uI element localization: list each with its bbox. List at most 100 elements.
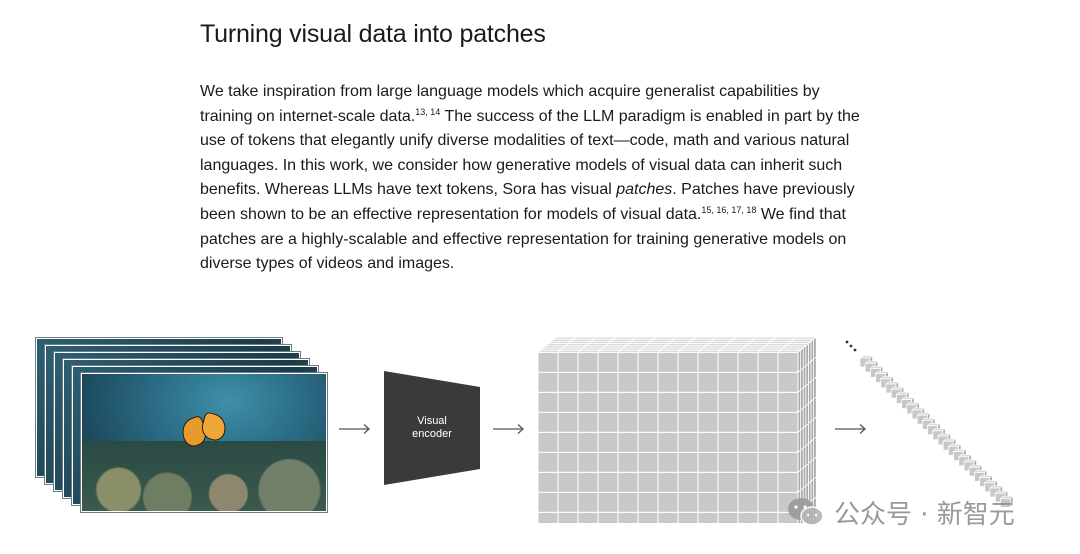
- patch-cell: [677, 471, 699, 493]
- patch-cell: [737, 471, 759, 493]
- patch-cell: [777, 451, 799, 473]
- patch-cell: [657, 511, 679, 523]
- patch-cell: [757, 351, 779, 373]
- patch-cell: [557, 511, 579, 523]
- patch-cell: [657, 431, 679, 453]
- patch-cell: [597, 471, 619, 493]
- patch-cell: [577, 511, 599, 523]
- patch-cell: [557, 451, 579, 473]
- patch-cell: [597, 511, 619, 523]
- patch-cell: [737, 511, 759, 523]
- patch-cell: [617, 391, 639, 413]
- patch-cell: [577, 451, 599, 473]
- patch-cell: [677, 411, 699, 433]
- patch-cell: [617, 451, 639, 473]
- patch-cell: [637, 491, 659, 513]
- emphasis-patches: patches: [616, 181, 673, 199]
- patch-cell: [637, 451, 659, 473]
- patch-cell: [537, 491, 559, 513]
- arrow-right-icon: [339, 424, 370, 434]
- patch-cell: [637, 351, 659, 373]
- patch-cell: [697, 371, 719, 393]
- patch-cell: [557, 471, 579, 493]
- arrow-right-icon: [835, 424, 866, 434]
- patch-cell: [777, 411, 799, 433]
- patch-cell: [557, 411, 579, 433]
- visual-encoder-label: Visual encoder: [388, 415, 476, 441]
- patch-cell: [617, 431, 639, 453]
- patch-cell: [737, 371, 759, 393]
- patches-figure: Visual encoder: [0, 318, 1080, 538]
- paragraph-text-1: We take inspiration from large language …: [200, 83, 820, 125]
- patch-cell: [717, 351, 739, 373]
- spacetime-patch-cube: [536, 336, 818, 523]
- patch-cell: [697, 471, 719, 493]
- patch-cell: [717, 491, 739, 513]
- patch-cell: [777, 351, 799, 373]
- patch-cell: [717, 431, 739, 453]
- patch-grid: [536, 336, 818, 523]
- patch-cell: [697, 451, 719, 473]
- sequence-patch: [999, 495, 1014, 509]
- patch-cell: [577, 351, 599, 373]
- citation-13-14[interactable]: 13, 14: [415, 106, 441, 117]
- patch-cell: [557, 491, 579, 513]
- patch-cell: [617, 471, 639, 493]
- paragraph-text-2: The success of the LLM paradigm is enabl…: [200, 107, 860, 199]
- patch-cell: [697, 431, 719, 453]
- patch-cell: [617, 411, 639, 433]
- patch-cell: [657, 491, 679, 513]
- patch-cell: [717, 391, 739, 413]
- patch-cell: [677, 371, 699, 393]
- paragraph-text-3: . Patches have previously been shown to …: [200, 181, 855, 223]
- patch-cell: [737, 431, 759, 453]
- patch-cell: [737, 391, 759, 413]
- patch-cell: [657, 351, 679, 373]
- patch-cell: [537, 471, 559, 493]
- patch-cell: [637, 431, 659, 453]
- patch-cell: [537, 391, 559, 413]
- flattened-patch-sequence: [845, 340, 1014, 509]
- patch-cell: [537, 411, 559, 433]
- patch-cell: [577, 371, 599, 393]
- patch-cell: [717, 411, 739, 433]
- patch-cell: [537, 511, 559, 523]
- watermark-text: 公众号 · 新智元: [834, 499, 1015, 530]
- patch-cell: [757, 491, 779, 513]
- patch-cell: [597, 451, 619, 473]
- patch-cell: [557, 371, 579, 393]
- patch-cell: [657, 471, 679, 493]
- watermark: 公众号 · 新智元: [786, 494, 1015, 530]
- patch-cell: [637, 391, 659, 413]
- butterfly: [177, 411, 229, 450]
- patch-cell: [757, 431, 779, 453]
- patch-cell: [597, 351, 619, 373]
- patch-cell: [697, 491, 719, 513]
- patch-cell: [557, 351, 579, 373]
- patch-cell: [637, 511, 659, 523]
- patch-cell: [677, 511, 699, 523]
- patch-cell: [717, 471, 739, 493]
- patch-cell: [577, 491, 599, 513]
- visual-encoder-block: [384, 371, 480, 485]
- patch-cell: [617, 511, 639, 523]
- ellipsis-dot: [853, 348, 857, 352]
- patch-cell: [757, 391, 779, 413]
- patch-cell: [557, 431, 579, 453]
- patch-cell: [637, 411, 659, 433]
- citation-15-18[interactable]: 15, 16, 17, 18: [701, 204, 757, 215]
- patch-cell: [577, 411, 599, 433]
- patch-cell: [637, 471, 659, 493]
- patch-cell: [737, 491, 759, 513]
- patch-cell: [697, 391, 719, 413]
- patch-cell: [697, 351, 719, 373]
- patch-cell: [717, 451, 739, 473]
- patch-cell: [757, 511, 779, 523]
- patch-cell: [657, 411, 679, 433]
- patch-cell: [757, 411, 779, 433]
- paragraph-text-4: We find that patches are a highly-scalab…: [200, 205, 847, 273]
- ellipsis-dot: [845, 340, 849, 344]
- patch-cell: [597, 411, 619, 433]
- patch-cell: [537, 431, 559, 453]
- patch-cell: [577, 391, 599, 413]
